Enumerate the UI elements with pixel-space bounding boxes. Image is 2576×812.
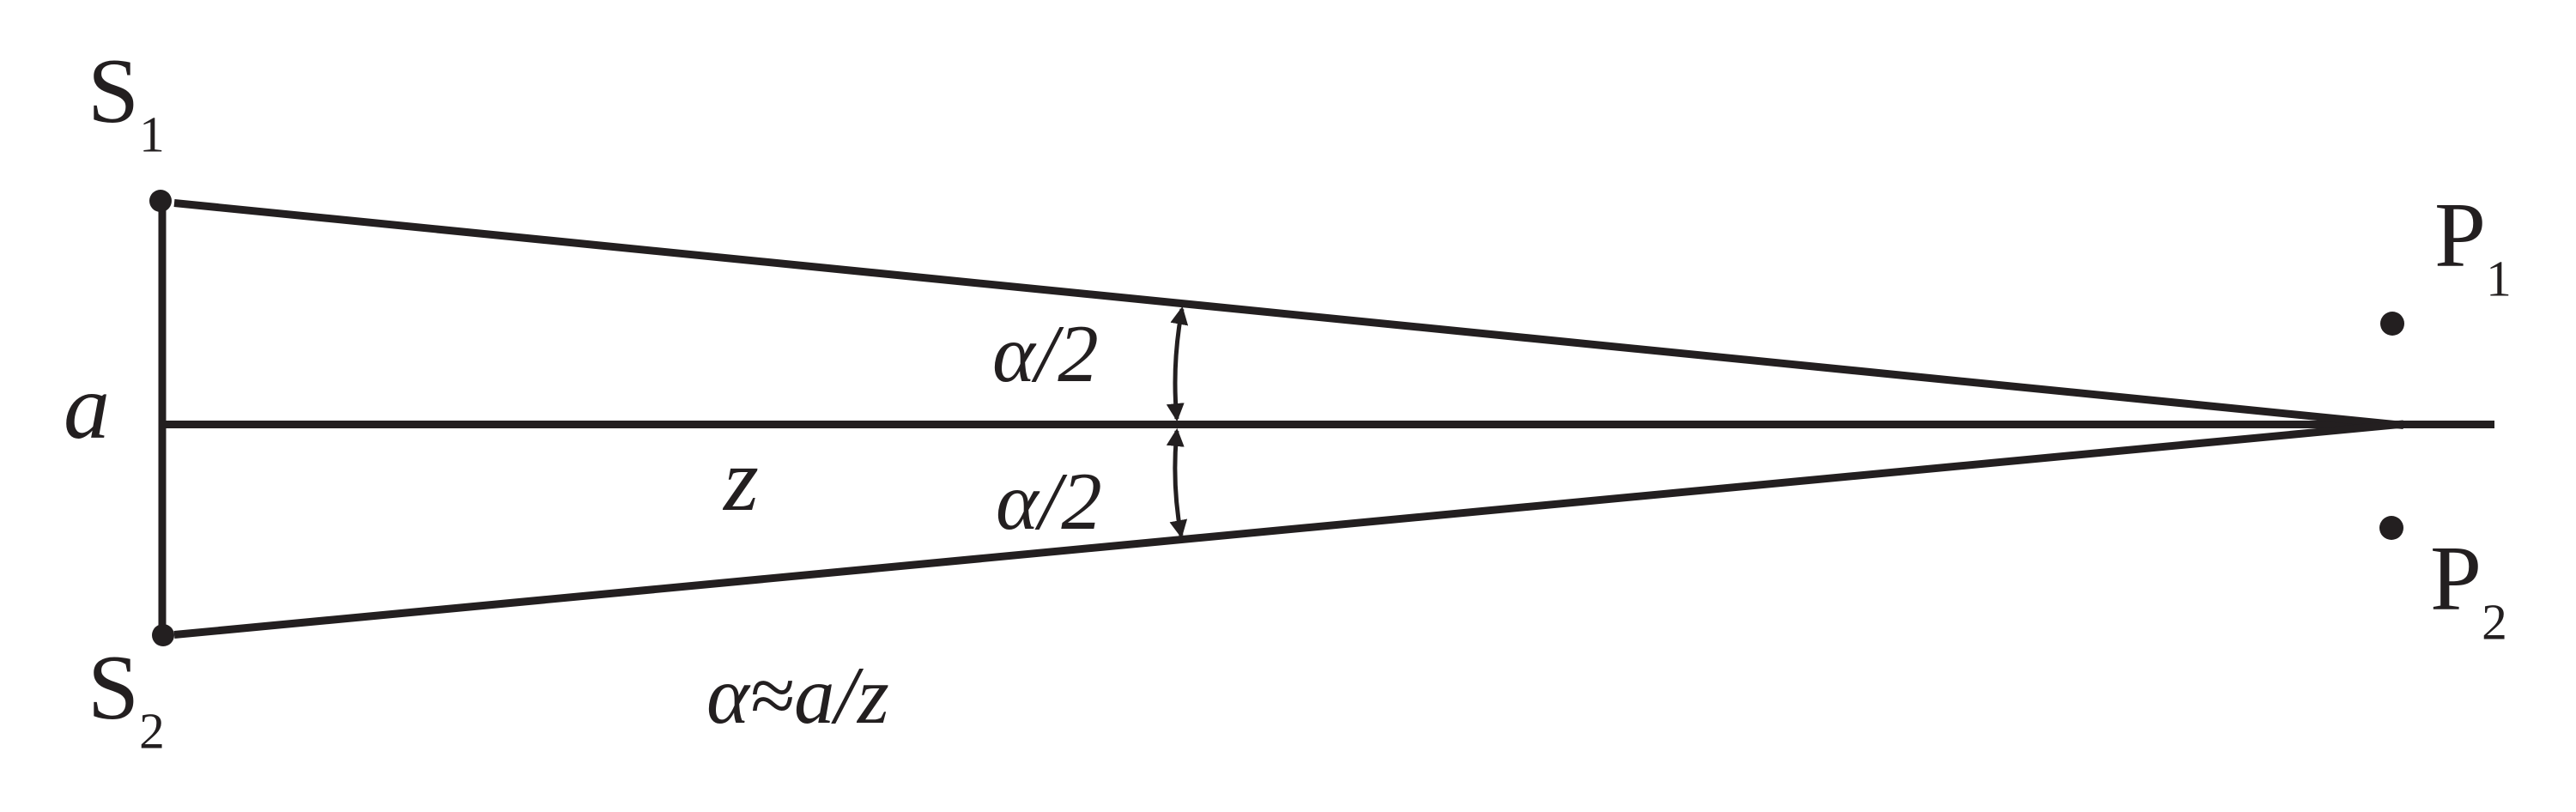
lower-ray	[173, 420, 2404, 639]
separation-label: a	[64, 356, 110, 458]
source-1-label: S1	[88, 45, 165, 161]
point-2-label: P2	[2430, 533, 2507, 648]
source-2-dot	[152, 624, 174, 646]
source-1-subscript: 1	[139, 106, 165, 163]
half-angle-arrow-lower-icon	[1166, 427, 1188, 539]
point-2-base: P	[2430, 528, 2482, 630]
source-2-base: S	[88, 637, 140, 739]
point-1-base: P	[2434, 185, 2487, 287]
upper-ray	[173, 199, 2404, 429]
half-angle-lower-label: α/2	[996, 456, 1102, 547]
source-1-dot	[149, 190, 172, 212]
source-2-label: S2	[88, 642, 165, 757]
point-1-label: P1	[2434, 190, 2512, 305]
point-2-dot	[2379, 516, 2403, 540]
half-angle-arrow-upper-icon	[1166, 306, 1189, 422]
formula-label: α≈a/z	[706, 650, 889, 741]
source-2-subscript: 2	[139, 702, 165, 760]
source-1-base: S	[88, 40, 140, 142]
point-2-subscript: 2	[2482, 593, 2507, 651]
point-1-dot	[2380, 312, 2404, 336]
half-angle-upper-label: α/2	[992, 308, 1099, 399]
point-1-subscript: 1	[2486, 250, 2512, 307]
distance-label: z	[724, 429, 759, 530]
